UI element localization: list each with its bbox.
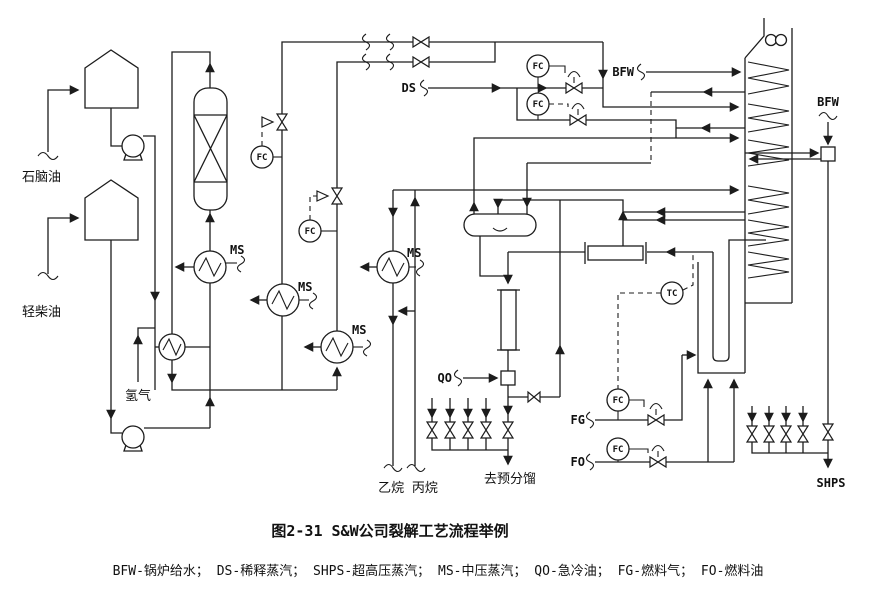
fc-label: FC — [533, 62, 544, 72]
valves — [261, 35, 835, 469]
steam-drum — [463, 213, 537, 237]
fc-label: FC — [305, 227, 316, 237]
fc-controller-3: FC — [526, 54, 566, 88]
ms-heater-1 — [174, 250, 246, 284]
fc-label: FC — [613, 396, 624, 406]
ms-heater-3 — [303, 330, 372, 364]
instruments: FC FC FC FC FC FC — [250, 54, 694, 462]
ms-heater-4 — [359, 250, 425, 284]
label-ms-4: MS — [407, 246, 421, 260]
label-ms-2: MS — [298, 280, 312, 294]
stream-labels: 石脑油 轻柴油 氢气 DS BFW BFW QO FG FO SHPS 乙烷 丙… — [22, 65, 845, 496]
fc-controller-fg: FC — [606, 388, 645, 420]
quench-exchanger — [497, 289, 520, 351]
label-to-prefractionator: 去预分馏 — [484, 472, 536, 487]
fc-controller-2: FC — [298, 195, 337, 243]
overhead-exchanger — [158, 333, 186, 361]
feed-pump-1 — [121, 134, 145, 161]
packed-column — [193, 87, 228, 211]
fc-label: FC — [533, 100, 544, 110]
label-ms-3: MS — [352, 323, 366, 337]
transfer-line-exchanger — [584, 242, 647, 264]
convection-coils — [747, 61, 790, 279]
fc-label: FC — [257, 153, 268, 163]
figure-caption: 图2-31 S&W公司裂解工艺流程举例 — [271, 522, 508, 540]
label-qo: QO — [438, 371, 452, 385]
tc-label: TC — [667, 289, 678, 299]
tc-controller: TC — [617, 255, 694, 389]
draft-fan-icon — [764, 33, 788, 47]
cracking-furnace — [697, 18, 793, 374]
feed-pump-2 — [121, 425, 145, 452]
fc-controller-fo: FC — [606, 437, 649, 462]
figure-legend: BFW-锅炉给水； DS-稀释蒸汽； SHPS-超高压蒸汽； MS-中压蒸汽； … — [113, 563, 764, 579]
label-ms-1: MS — [230, 243, 244, 257]
label-fg: FG — [571, 413, 585, 427]
label-hydrogen: 氢气 — [125, 388, 151, 404]
label-bfw-top: BFW — [612, 65, 634, 79]
label-ethane-propane: 乙烷 丙烷 — [378, 481, 438, 496]
label-shps: SHPS — [817, 476, 846, 490]
diesel-tank — [84, 179, 139, 241]
label-fo: FO — [571, 455, 585, 469]
desuperheater — [820, 146, 836, 162]
qo-mixer — [500, 370, 516, 386]
label-light-diesel: 轻柴油 — [22, 305, 61, 320]
naphtha-tank — [84, 49, 139, 109]
figure-text: 图2-31 S&W公司裂解工艺流程举例 BFW-锅炉给水； DS-稀释蒸汽； S… — [113, 522, 764, 579]
label-bfw-right: BFW — [817, 95, 839, 109]
radiant-coil — [712, 239, 766, 362]
label-ds: DS — [402, 81, 416, 95]
ms-heater-2 — [249, 283, 318, 317]
fc-controller-1: FC — [250, 128, 282, 169]
fc-controller-4: FC — [526, 92, 569, 120]
piping — [37, 33, 838, 473]
label-naphtha: 石脑油 — [22, 170, 61, 185]
fc-label: FC — [613, 445, 624, 455]
